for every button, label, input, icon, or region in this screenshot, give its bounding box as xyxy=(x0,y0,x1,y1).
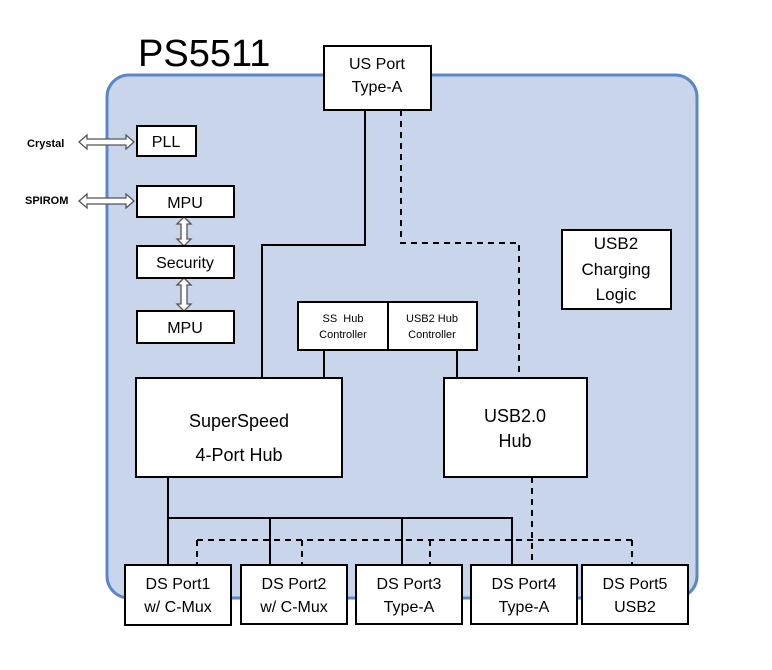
mpu-top-label: MPU xyxy=(167,195,203,212)
pll-box xyxy=(136,125,197,157)
superspeed-hub-label-line2: 4-Port Hub xyxy=(195,445,282,465)
superspeed-hub-box xyxy=(135,377,343,478)
spirom-label: SPIROM xyxy=(25,195,68,207)
ds-port3-box xyxy=(355,564,463,625)
chip-title: PS5511 xyxy=(138,33,270,75)
usb2-charging-label-line1: USB2 xyxy=(594,234,638,253)
ds-port3-label-line2: Type-A xyxy=(384,599,435,616)
mpu-top-box xyxy=(136,185,235,218)
connection-lines xyxy=(167,110,633,565)
ds-port1-label-line2: w/ C-Mux xyxy=(143,599,212,616)
superspeed-hub-label-line1: SuperSpeed xyxy=(189,411,289,431)
mpu-bottom-label: MPU xyxy=(167,320,203,337)
usb2-charging-label-line2: Charging xyxy=(582,260,651,279)
usb2-upstream-line xyxy=(400,110,520,378)
ds-port5-box xyxy=(581,564,689,625)
us-port-box xyxy=(323,45,432,111)
ds-port2-label-line1: DS Port2 xyxy=(262,576,327,593)
mpu-bottom-box xyxy=(136,310,235,344)
usb2-downstream-bus xyxy=(196,477,633,565)
ds-port1-box xyxy=(124,564,232,626)
spirom-arrow xyxy=(78,192,135,210)
ds-port5-label-line2: USB2 xyxy=(614,599,656,616)
crystal-label: Crystal xyxy=(27,138,64,150)
usb2-hub-controller-label-line1: USB2 Hub xyxy=(406,313,458,325)
ds-port4-box xyxy=(470,564,578,625)
ss-upstream-line xyxy=(261,110,366,378)
ds-port2-label-line2: w/ C-Mux xyxy=(259,599,328,616)
ds-port5-label-line1: DS Port5 xyxy=(603,576,668,593)
ds-port4-label-line1: DS Port4 xyxy=(492,576,557,593)
ss-hub-controller-label-line2: Controller xyxy=(319,329,367,341)
usb2-charging-label-line3: Logic xyxy=(596,285,637,304)
usb2-hub-controller-label-line2: Controller xyxy=(408,329,456,341)
ss-hub-controller-label-line1: SS Hub xyxy=(323,313,364,325)
security-label: Security xyxy=(156,255,214,272)
us-port-label-line2: Type-A xyxy=(352,79,403,96)
ds-port3-label-line1: DS Port3 xyxy=(377,576,442,593)
usb20-hub-label-line1: USB2.0 xyxy=(484,406,546,426)
crystal-arrow xyxy=(78,133,135,151)
usb2-charging-box xyxy=(561,229,672,310)
ss-hub-controller-box xyxy=(297,301,389,351)
usb2-hub-controller-box xyxy=(387,301,478,351)
security-box xyxy=(136,245,235,279)
ss-downstream-bus xyxy=(167,477,513,565)
ds-port4-label-line2: Type-A xyxy=(499,599,550,616)
ds-port2-box xyxy=(240,564,348,625)
ds-port1-label-line1: DS Port1 xyxy=(146,576,211,593)
us-port-label-line1: US Port xyxy=(349,56,406,73)
usb20-hub-box xyxy=(443,377,588,478)
pll-label: PLL xyxy=(152,134,181,151)
usb20-hub-label-line2: Hub xyxy=(498,431,531,451)
